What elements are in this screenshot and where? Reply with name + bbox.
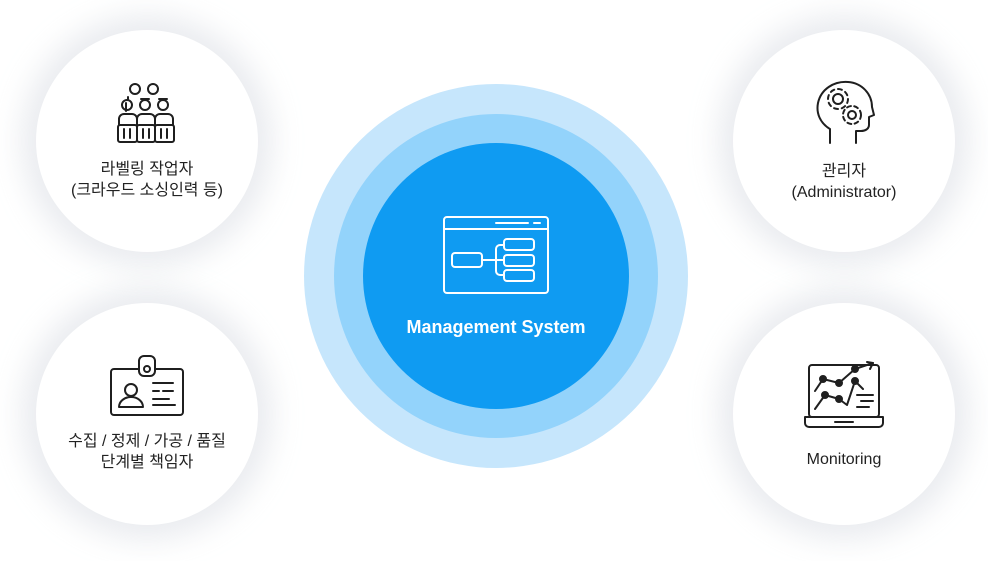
monitoring-label: Monitoring — [806, 450, 882, 468]
administrator-label: 관리자 (Administrator) — [791, 163, 897, 201]
labeling-worker-node: 라벨링 작업자 (크라우드 소싱인력 등) — [36, 30, 258, 252]
monitoring-node: Monitoring — [733, 303, 955, 525]
stage-manager-label: 수집 / 정제 / 가공 / 품질 단계별 책임자 — [68, 433, 226, 471]
id-badge-icon — [109, 355, 185, 417]
window-tree-icon — [442, 215, 550, 295]
stage-manager-node: 수집 / 정제 / 가공 / 품질 단계별 책임자 — [36, 303, 258, 525]
workers-group-icon — [115, 81, 179, 145]
head-gears-icon — [812, 79, 876, 147]
laptop-chart-icon — [803, 359, 885, 435]
administrator-node: 관리자 (Administrator) — [733, 30, 955, 252]
labeling-worker-label: 라벨링 작업자 (크라우드 소싱인력 등) — [70, 161, 224, 199]
management-system-core: Management System — [363, 143, 629, 409]
management-system-title: Management System — [406, 316, 586, 337]
